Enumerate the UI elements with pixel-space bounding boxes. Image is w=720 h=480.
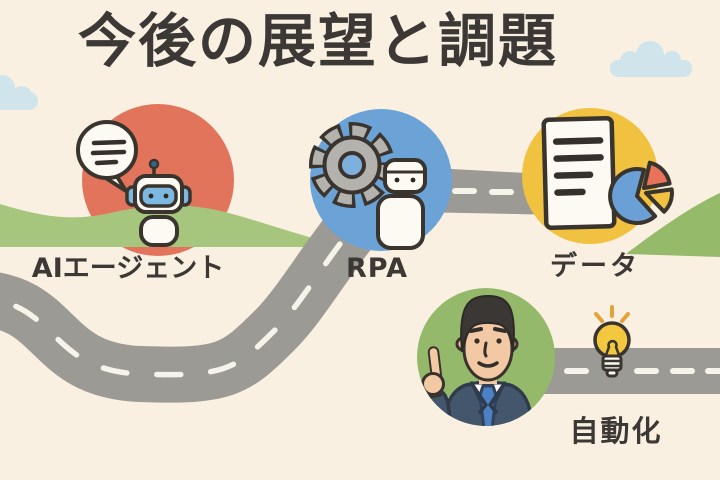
chat-robot-icon <box>76 120 192 247</box>
page-title: 今後の展望と調題 <box>77 7 558 75</box>
node-label-ai-agent: AIエージェント <box>31 253 225 284</box>
cloud-right-icon <box>610 41 692 77</box>
node-label-data: データ <box>550 251 640 282</box>
hill-right <box>626 193 720 257</box>
document-pie-chart-icon <box>541 116 674 230</box>
cloud-left-icon <box>0 75 38 110</box>
road-curve-segment <box>0 181 397 403</box>
node-label-rpa: RPA <box>346 253 408 284</box>
node-label-automation: 自動化 <box>569 414 663 448</box>
lightbulb-icon <box>593 305 631 378</box>
gear-robot-icon <box>309 122 427 250</box>
road-bottom-segment <box>535 348 720 394</box>
